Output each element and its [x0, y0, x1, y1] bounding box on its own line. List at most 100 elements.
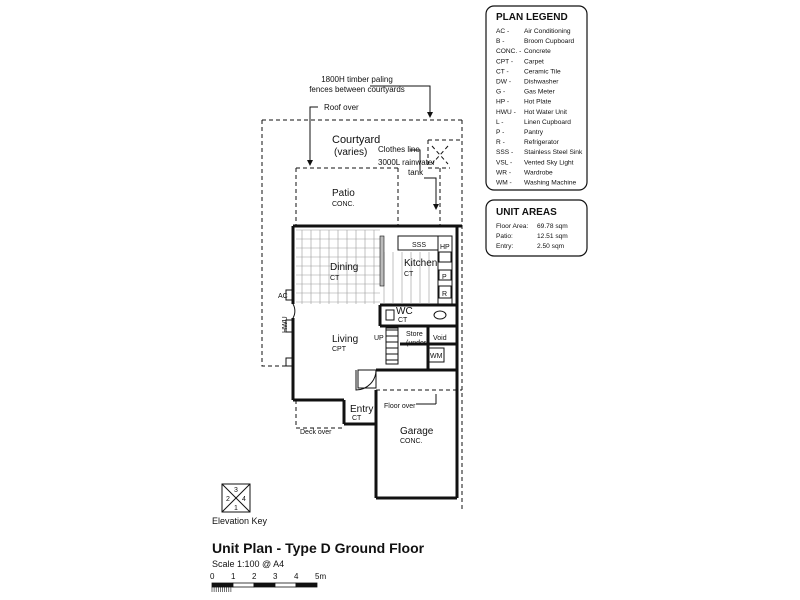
area-label: Patio:: [496, 233, 513, 240]
basin-icon: [385, 309, 395, 321]
side-door: [292, 303, 296, 319]
tank-label-1: 3000L rainwater: [378, 158, 435, 167]
elevation-n3: 3: [234, 487, 238, 494]
legend-code: SSS -: [496, 149, 513, 156]
wc-fixtures: [385, 309, 447, 321]
scale-tick-label: 1: [231, 572, 236, 581]
legend-title: PLAN LEGEND: [496, 12, 568, 23]
scale-segment: [295, 582, 318, 588]
washing-machine-icon: [427, 347, 445, 363]
garage-sub: CONC.: [400, 438, 423, 445]
legend-code: AC -: [496, 28, 509, 35]
leader-lines: [307, 85, 439, 405]
hwu-label: HWU: [282, 316, 289, 333]
legend-code: HWU -: [496, 109, 516, 116]
courtyard-label: Courtyard: [332, 134, 380, 146]
patio-sub: CONC.: [332, 201, 355, 208]
doors: [292, 303, 377, 391]
wm-label: WM: [430, 353, 443, 360]
legend-desc: Hot Water Unit: [524, 109, 567, 116]
elevation-key-label: Elevation Key: [212, 516, 268, 526]
legend-code: B -: [496, 38, 504, 45]
legend-desc: Hot Plate: [524, 99, 551, 106]
floor-over-label: Floor over: [384, 403, 416, 410]
legend-code: R -: [496, 139, 505, 146]
fence-note-1: 1800H timber paling: [321, 75, 393, 84]
scale-tick-label: 3: [273, 572, 278, 581]
legend-code: CONC. -: [496, 48, 521, 55]
wc-label: WC: [396, 306, 413, 317]
scale-tick-label: 2: [252, 572, 257, 581]
legend-code: VSL -: [496, 159, 512, 166]
entry-door: [355, 369, 377, 391]
elevation-diag: [221, 483, 251, 513]
living-label: Living: [332, 334, 358, 345]
tank-arrow: [433, 204, 439, 210]
toilet-icon: [433, 310, 447, 320]
garage-label: Garage: [400, 426, 434, 437]
entry-label: Entry: [350, 404, 373, 415]
legend-desc: Carpet: [524, 58, 544, 65]
legend-code: HP -: [496, 99, 509, 106]
legend-desc: Wardrobe: [524, 169, 553, 176]
scale-segment: [253, 582, 276, 588]
boundary-left: [261, 120, 292, 367]
scale-tick-label: 5m: [315, 572, 326, 581]
entry-mat: [357, 369, 377, 389]
deck-over-label: Deck over: [300, 429, 332, 436]
living-sub: CPT: [332, 346, 347, 353]
kitchen-side-bench: [437, 235, 453, 305]
scale-tick-label: 4: [294, 572, 299, 581]
legend-desc: Concrete: [524, 48, 551, 55]
p-label: P: [442, 274, 447, 281]
legend-desc: Dishwasher: [524, 79, 559, 86]
title-block: Unit Plan - Type D Ground Floor Scale 1:…: [210, 540, 425, 592]
patio-label: Patio: [332, 188, 355, 199]
pantry-icon: [438, 269, 452, 281]
kitchen-sub: CT: [404, 271, 414, 278]
hp-label: HP: [440, 244, 450, 251]
legend-code: P -: [496, 129, 504, 136]
fence-arrow: [427, 112, 433, 118]
legend-desc: Pantry: [524, 129, 544, 136]
areas-frame: [485, 199, 588, 257]
ac-marker: [285, 289, 293, 301]
legend-code: DW -: [496, 79, 511, 86]
tank-label-2: tank: [408, 168, 424, 177]
legend-desc: Stainless Steel Sink: [524, 149, 583, 156]
legend-desc: Linen Cupboard: [524, 119, 571, 126]
legend-desc: Washing Machine: [524, 180, 576, 187]
scale-label: Scale 1:100 @ A4: [212, 559, 284, 569]
store-label: Store: [406, 331, 423, 338]
roof-arrow: [307, 160, 313, 166]
kitchen-label: Kitchen: [404, 258, 437, 269]
elevation-n1: 1: [234, 505, 238, 512]
courtyard-sub: (varies): [334, 147, 367, 158]
void-label: Void: [433, 335, 447, 342]
r-label: R: [442, 291, 447, 298]
site-boundary: [261, 119, 463, 510]
legend-code: WR -: [496, 169, 511, 176]
scale-segment: [274, 582, 297, 588]
tank-leader: [424, 177, 437, 204]
roof-over-label: Roof over: [324, 103, 359, 112]
clothes-line-label: Clothes line: [378, 145, 420, 154]
legend-desc: Ceramic Tile: [524, 68, 561, 75]
clothes-leader: [410, 149, 421, 172]
area-value: 12.51 sqm: [537, 233, 568, 240]
roof-leader: [309, 106, 318, 160]
unit-areas: UNIT AREAS Floor Area:69.78 sqmPatio:12.…: [485, 199, 588, 257]
elevation-n4: 4: [242, 496, 246, 503]
kitchen-fixtures: [379, 235, 453, 305]
area-value: 69.78 sqm: [537, 223, 568, 230]
gas-meter-marker: [285, 357, 293, 367]
kitchen-island: [379, 235, 385, 287]
elevation-key: 3 2 4 1 Elevation Key: [212, 483, 268, 526]
entry-sub: CT: [352, 415, 362, 422]
scale-tick-label: 0: [210, 572, 215, 581]
hotplate-icon: [438, 251, 452, 263]
dining-label: Dining: [330, 262, 358, 273]
